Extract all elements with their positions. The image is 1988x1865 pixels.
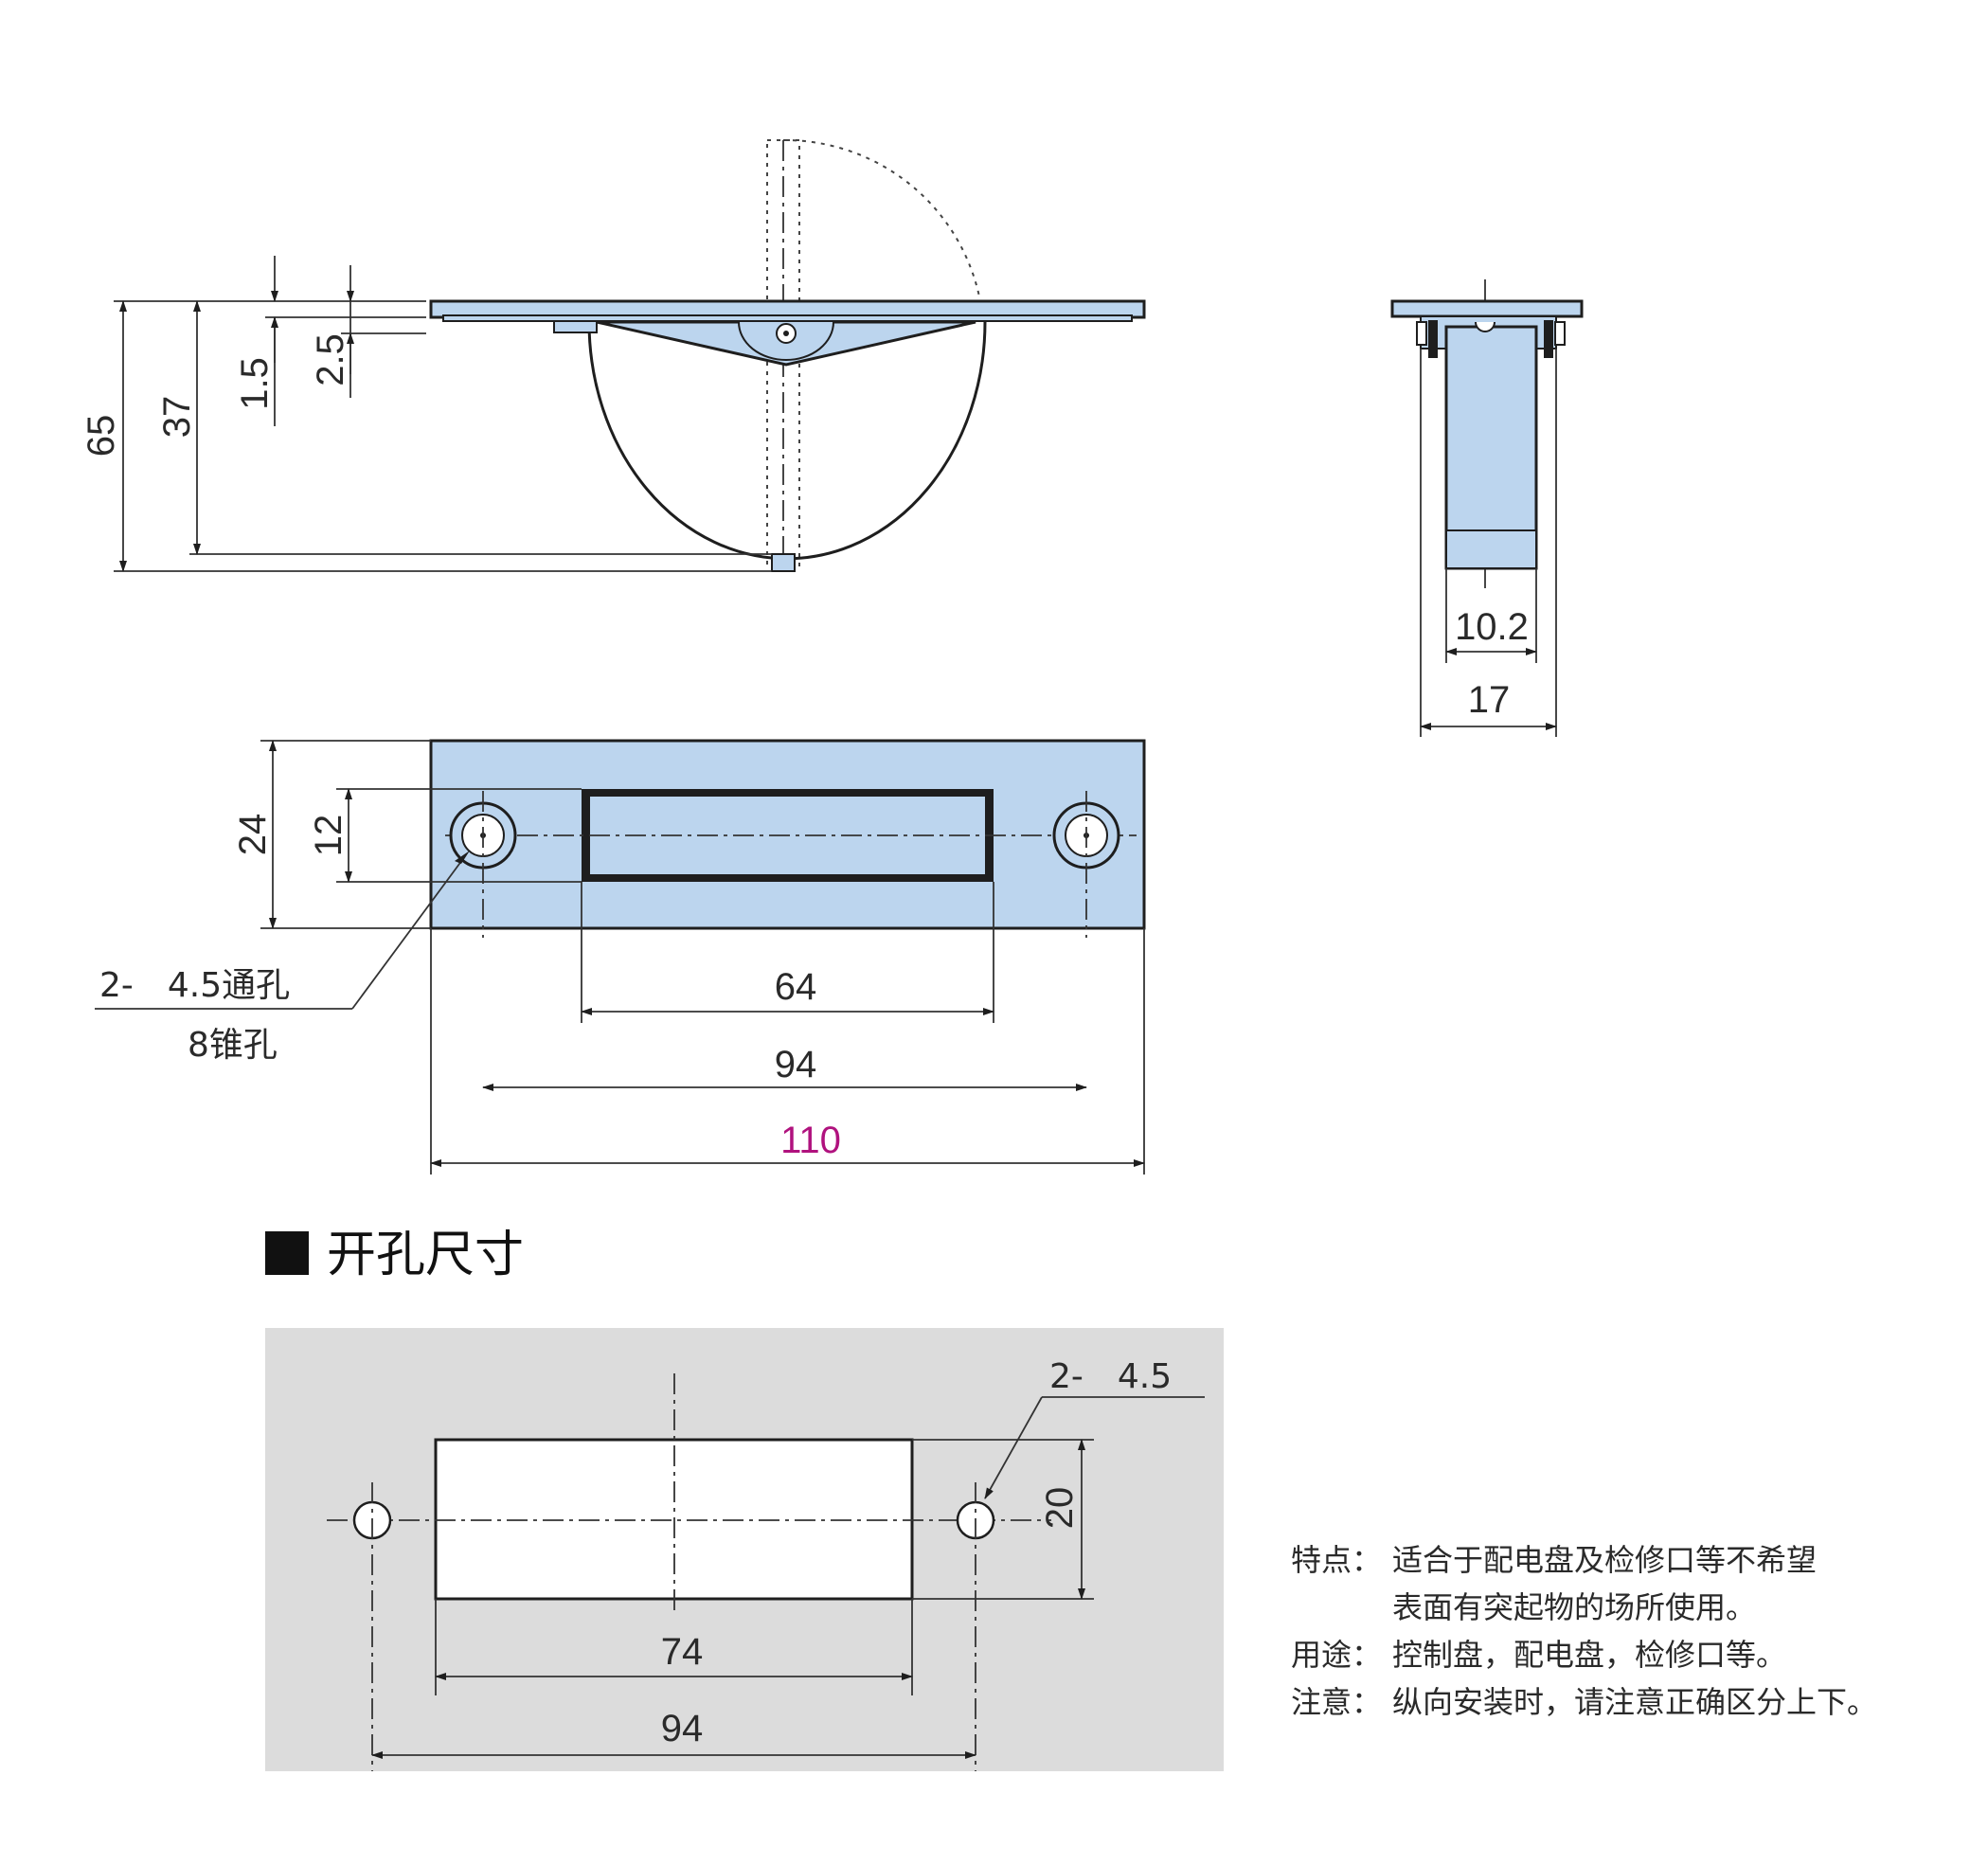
cutout-title: 开孔尺寸 xyxy=(327,1227,524,1283)
swing-arc xyxy=(782,138,981,302)
cup-bottom-nub xyxy=(771,553,796,572)
side-view: 65 37 1.5 2.5 xyxy=(81,138,1146,572)
hole-callout-line1: 2- 4.5通孔 xyxy=(99,966,290,1005)
end-plate xyxy=(1390,299,1584,318)
dim-plate-thickness: 1.5 xyxy=(234,357,276,410)
dim-outer-width: 17 xyxy=(1468,679,1511,721)
cutout-panel: 2- 4.5 20 74 94 xyxy=(265,1328,1224,1771)
plate-lower-strip xyxy=(442,314,1133,322)
heading-square-icon xyxy=(265,1231,309,1275)
top-view: 24 12 2- 4.5通孔 8锥孔 64 94 110 xyxy=(95,739,1146,1175)
dim-total-height: 65 xyxy=(81,415,122,457)
end-tab-left xyxy=(1428,320,1438,358)
usage-text: 控制盘，配电盘，检修口等。 xyxy=(1392,1637,1786,1673)
hole-leader-line xyxy=(351,859,463,1010)
dim-slot-length: 64 xyxy=(775,966,817,1008)
end-tab-right xyxy=(1544,320,1553,358)
mounting-hole-right xyxy=(1052,791,1120,938)
plate-flange xyxy=(553,320,598,333)
cutout-hole-right xyxy=(956,1482,995,1771)
end-view: 10.2 17 xyxy=(1390,279,1584,737)
end-cup xyxy=(1444,325,1538,570)
end-cup-base xyxy=(1445,529,1537,569)
dim-plate-height: 24 xyxy=(232,814,274,856)
dim-cutout-width: 74 xyxy=(661,1631,704,1673)
dim-cutout-hole-pitch: 94 xyxy=(661,1708,704,1749)
end-pivot xyxy=(1475,321,1495,332)
cutout-hole-callout: 2- 4.5 xyxy=(1049,1357,1172,1396)
dim-body-height: 37 xyxy=(156,396,198,439)
usage-label: 用途： xyxy=(1291,1637,1382,1673)
pivot-center xyxy=(783,331,789,336)
caution-label: 注意： xyxy=(1291,1684,1382,1720)
dim-hole-pitch: 94 xyxy=(775,1044,817,1085)
cutout-hole-left xyxy=(352,1482,392,1771)
features-line1: 适合于配电盘及检修口等不希望 xyxy=(1392,1542,1817,1578)
features-label: 特点： xyxy=(1291,1542,1382,1578)
mounting-hole-left xyxy=(449,791,517,938)
dim-cutout-height: 20 xyxy=(1039,1487,1081,1530)
dim-inner-width: 10.2 xyxy=(1455,606,1529,648)
end-tab-right-light xyxy=(1554,321,1566,346)
notes-block: 特点： 适合于配电盘及检修口等不希望 表面有突起物的场所使用。 用途： 控制盘，… xyxy=(1291,1542,1877,1720)
features-line2: 表面有突起物的场所使用。 xyxy=(1392,1589,1756,1625)
dim-flange-height: 2.5 xyxy=(310,333,351,386)
cutout-leader-line xyxy=(984,1396,1043,1499)
dim-slot-height: 12 xyxy=(308,815,349,857)
dim-total-length: 110 xyxy=(780,1120,841,1161)
end-tab-left-light xyxy=(1416,321,1427,346)
hole-leader-arrow xyxy=(455,851,470,864)
caution-text: 纵向安装时，请注意正确区分上下。 xyxy=(1392,1684,1877,1720)
cutout-heading: 开孔尺寸 xyxy=(265,1227,524,1283)
hole-callout-line2: 8锥孔 xyxy=(188,1026,278,1065)
